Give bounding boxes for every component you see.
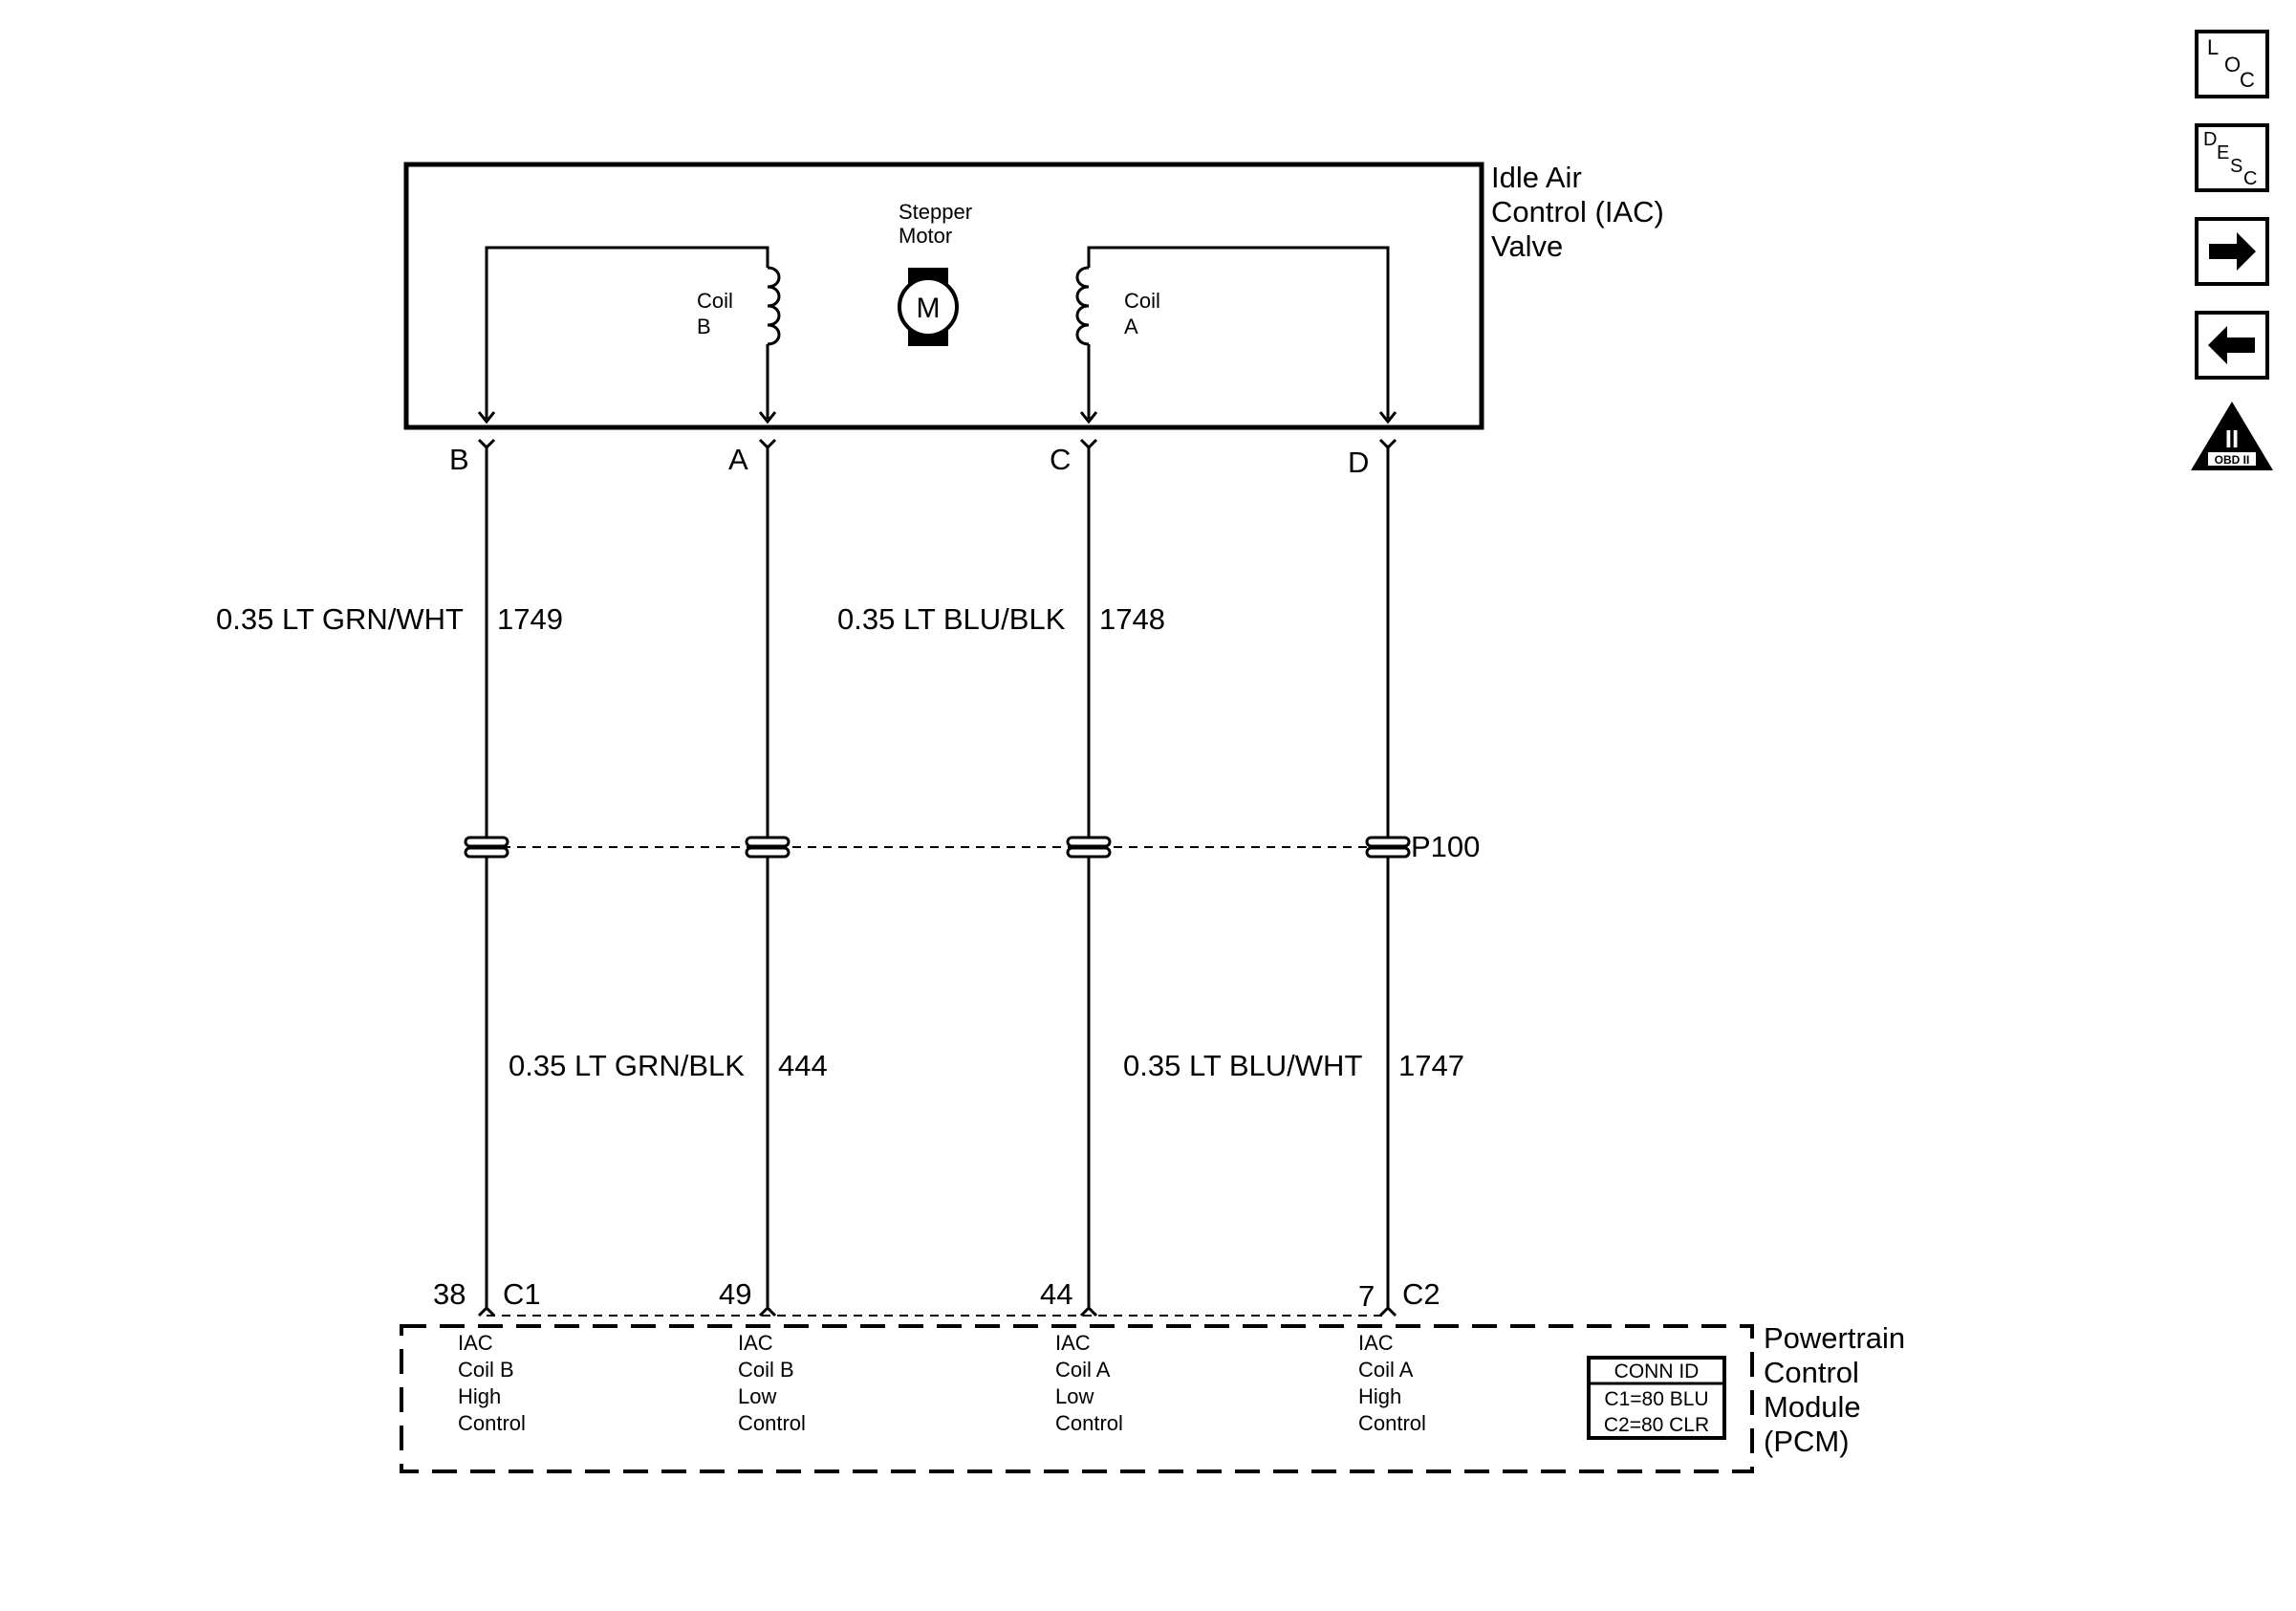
svg-text:C: C bbox=[2240, 68, 2255, 92]
svg-text:L: L bbox=[2207, 35, 2219, 59]
pcm-pins: 38 C1 49 44 7 C2 bbox=[433, 1277, 1440, 1317]
pcm-channel-coil-b-high: IAC Coil B High Control bbox=[458, 1331, 526, 1435]
svg-text:M: M bbox=[917, 293, 941, 324]
connector-c2-label: C2 bbox=[1402, 1277, 1440, 1311]
wire-spec-444: 0.35 LT GRN/BLK bbox=[509, 1049, 745, 1082]
wire-spec-1747: 0.35 LT BLU/WHT bbox=[1123, 1049, 1362, 1082]
connector-c1-label: C1 bbox=[503, 1277, 541, 1311]
svg-text:Coil A: Coil A bbox=[1358, 1358, 1414, 1382]
pcm: Powertrain Control Module (PCM) IAC Coil… bbox=[400, 1321, 1905, 1473]
svg-text:D: D bbox=[2203, 129, 2217, 150]
iac-valve-box bbox=[403, 162, 1484, 430]
circuit-1747: 1747 bbox=[1398, 1049, 1464, 1082]
connector-p100: P100 bbox=[464, 830, 1480, 863]
pcm-title-line2: Control bbox=[1764, 1356, 1859, 1389]
iac-title-line2: Control (IAC) bbox=[1491, 195, 1664, 229]
obd-ii-button[interactable]: II OBD II bbox=[2191, 402, 2273, 470]
stepper-motor-icon: M bbox=[898, 268, 959, 346]
svg-text:Control: Control bbox=[458, 1411, 526, 1435]
pcm-title-line1: Powertrain bbox=[1764, 1321, 1905, 1355]
circuit-444: 444 bbox=[778, 1049, 828, 1082]
svg-text:Coil B: Coil B bbox=[738, 1358, 794, 1382]
iac-terminals: B A C D bbox=[449, 438, 1397, 479]
svg-text:E: E bbox=[2217, 142, 2229, 163]
pcm-box bbox=[400, 1324, 1754, 1473]
forward-button[interactable] bbox=[2195, 217, 2269, 286]
upper-wire-labels: 0.35 LT GRN/WHT 1749 0.35 LT BLU/BLK 174… bbox=[216, 602, 1165, 636]
pcm-title-line4: (PCM) bbox=[1764, 1425, 1850, 1458]
back-arrow-icon bbox=[2208, 326, 2255, 364]
svg-text:O: O bbox=[2224, 53, 2241, 76]
pcm-channel-coil-a-low: IAC Coil A Low Control bbox=[1055, 1331, 1123, 1435]
pcm-channel-coil-a-high: IAC Coil A High Control bbox=[1358, 1331, 1426, 1435]
svg-text:IAC: IAC bbox=[1358, 1331, 1394, 1355]
iac-title-line1: Idle Air bbox=[1491, 161, 1582, 194]
pin-44: 44 bbox=[1040, 1277, 1072, 1311]
svg-text:IAC: IAC bbox=[1055, 1331, 1091, 1355]
coil-b-symbol bbox=[767, 266, 781, 346]
conn-id-c2: C2=80 CLR bbox=[1604, 1414, 1709, 1436]
svg-text:S: S bbox=[2230, 156, 2242, 177]
iac-valve: Idle Air Control (IAC) Valve Coil B Coil… bbox=[403, 161, 1664, 430]
wires bbox=[485, 447, 1390, 1308]
loc-button[interactable]: L O C bbox=[2195, 30, 2269, 98]
pcm-title-line3: Module bbox=[1764, 1390, 1861, 1424]
svg-text:Low: Low bbox=[1055, 1384, 1094, 1408]
coil-b-label: Coil bbox=[697, 289, 733, 313]
terminal-a: A bbox=[728, 443, 748, 476]
svg-text:Low: Low bbox=[738, 1384, 776, 1408]
wire-spec-1748: 0.35 LT BLU/BLK bbox=[837, 602, 1066, 636]
wire-spec-1749: 0.35 LT GRN/WHT bbox=[216, 602, 464, 636]
conn-id-c1: C1=80 BLU bbox=[1604, 1388, 1708, 1410]
svg-text:Coil A: Coil A bbox=[1055, 1358, 1111, 1382]
svg-text:Control: Control bbox=[1055, 1411, 1123, 1435]
terminal-c: C bbox=[1050, 443, 1071, 476]
terminal-b: B bbox=[449, 443, 469, 476]
coil-b-letter: B bbox=[697, 315, 711, 338]
conn-id-box: CONN ID C1=80 BLU C2=80 CLR bbox=[1587, 1356, 1726, 1440]
connector-p100-label: P100 bbox=[1411, 830, 1480, 863]
back-button[interactable] bbox=[2195, 311, 2269, 380]
svg-text:IAC: IAC bbox=[458, 1331, 493, 1355]
svg-text:Coil B: Coil B bbox=[458, 1358, 514, 1382]
stepper-motor-label2: Motor bbox=[899, 224, 952, 248]
pin-49: 49 bbox=[719, 1277, 751, 1311]
circuit-1748: 1748 bbox=[1099, 602, 1165, 636]
svg-text:Control: Control bbox=[1358, 1411, 1426, 1435]
stepper-motor-label1: Stepper bbox=[899, 200, 972, 224]
pin-7: 7 bbox=[1358, 1279, 1375, 1313]
svg-text:OBD II: OBD II bbox=[2215, 453, 2250, 467]
terminal-d: D bbox=[1348, 446, 1369, 479]
svg-text:II: II bbox=[2225, 425, 2239, 453]
lower-wire-labels: 0.35 LT GRN/BLK 444 0.35 LT BLU/WHT 1747 bbox=[509, 1049, 1464, 1082]
svg-text:C: C bbox=[2243, 168, 2257, 189]
coil-a-label: Coil bbox=[1124, 289, 1160, 313]
circuit-1749: 1749 bbox=[497, 602, 563, 636]
svg-text:High: High bbox=[458, 1384, 501, 1408]
pcm-channel-coil-b-low: IAC Coil B Low Control bbox=[738, 1331, 806, 1435]
coil-a-symbol bbox=[1075, 266, 1090, 346]
svg-text:Control: Control bbox=[738, 1411, 806, 1435]
forward-arrow-icon bbox=[2209, 232, 2256, 271]
coil-a-letter: A bbox=[1124, 315, 1138, 338]
desc-button[interactable]: D E S C bbox=[2195, 123, 2269, 192]
svg-text:IAC: IAC bbox=[738, 1331, 773, 1355]
pin-38: 38 bbox=[433, 1277, 466, 1311]
iac-title-line3: Valve bbox=[1491, 229, 1563, 263]
conn-id-title: CONN ID bbox=[1614, 1361, 1700, 1382]
svg-text:High: High bbox=[1358, 1384, 1401, 1408]
